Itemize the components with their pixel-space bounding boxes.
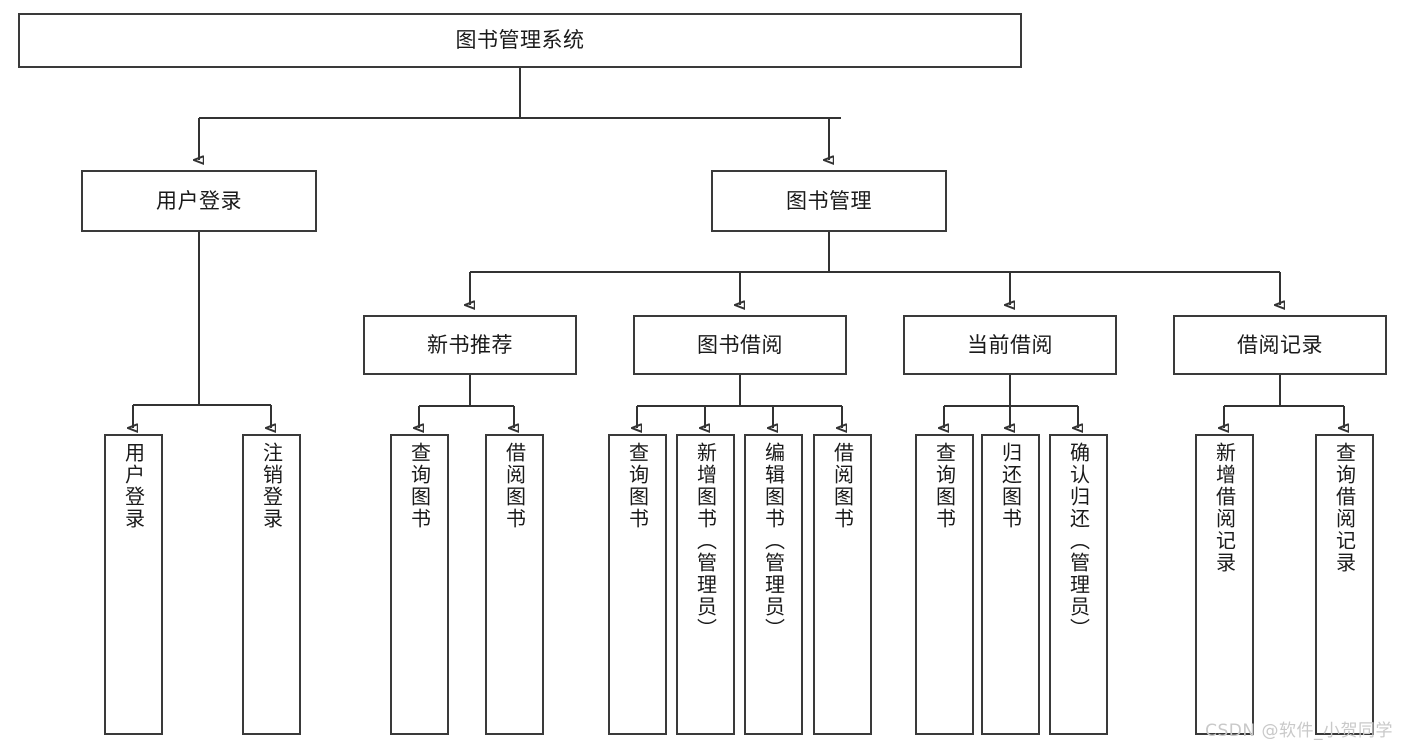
node-label: 新增借阅记录 [1212, 442, 1237, 574]
node-label: 图书管理 [786, 188, 872, 213]
node-label: 图书管理系统 [455, 28, 585, 53]
node-root-book-management-system[interactable]: 图书管理系统 [18, 13, 1022, 68]
leaf-borrow-borrow-book[interactable]: 借阅图书 [813, 434, 872, 735]
node-label: 归还图书 [998, 442, 1023, 530]
node-new-book-recommend[interactable]: 新书推荐 [363, 315, 577, 375]
leaf-borrow-edit-book-admin[interactable]: 编辑图书（管理员） [744, 434, 803, 735]
node-borrow-record[interactable]: 借阅记录 [1173, 315, 1387, 375]
leaf-borrow-add-book-admin[interactable]: 新增图书（管理员） [676, 434, 735, 735]
node-label: 注销登录 [259, 442, 284, 530]
leaf-borrow-query-book[interactable]: 查询图书 [608, 434, 667, 735]
node-label: 新书推荐 [427, 332, 513, 357]
leaf-record-add-borrow-record[interactable]: 新增借阅记录 [1195, 434, 1254, 735]
node-label: 借阅记录 [1237, 332, 1323, 357]
leaf-current-query-book[interactable]: 查询图书 [915, 434, 974, 735]
node-label: 确认归还（管理员） [1066, 442, 1091, 640]
node-label: 查询图书 [932, 442, 957, 530]
node-label: 用户登录 [121, 442, 146, 530]
node-label: 查询借阅记录 [1332, 442, 1357, 574]
node-label: 当前借阅 [967, 332, 1053, 357]
node-label: 查询图书 [407, 442, 432, 530]
leaf-new-book-borrow[interactable]: 借阅图书 [485, 434, 544, 735]
node-label: 用户登录 [156, 188, 242, 213]
node-book-borrow[interactable]: 图书借阅 [633, 315, 847, 375]
leaf-current-return-book[interactable]: 归还图书 [981, 434, 1040, 735]
node-label: 借阅图书 [830, 442, 855, 530]
node-label: 图书借阅 [697, 332, 783, 357]
leaf-record-query-borrow-record[interactable]: 查询借阅记录 [1315, 434, 1374, 735]
leaf-current-confirm-return-admin[interactable]: 确认归还（管理员） [1049, 434, 1108, 735]
node-current-borrow[interactable]: 当前借阅 [903, 315, 1117, 375]
node-user-login[interactable]: 用户登录 [81, 170, 317, 232]
csdn-watermark: CSDN @软件_小贺同学 [1205, 721, 1393, 741]
node-book-management[interactable]: 图书管理 [711, 170, 947, 232]
leaf-user-login-login[interactable]: 用户登录 [104, 434, 163, 735]
node-label: 借阅图书 [502, 442, 527, 530]
node-label: 编辑图书（管理员） [761, 442, 786, 640]
leaf-user-login-logout[interactable]: 注销登录 [242, 434, 301, 735]
node-label: 新增图书（管理员） [693, 442, 718, 640]
leaf-new-book-query[interactable]: 查询图书 [390, 434, 449, 735]
node-label: 查询图书 [625, 442, 650, 530]
